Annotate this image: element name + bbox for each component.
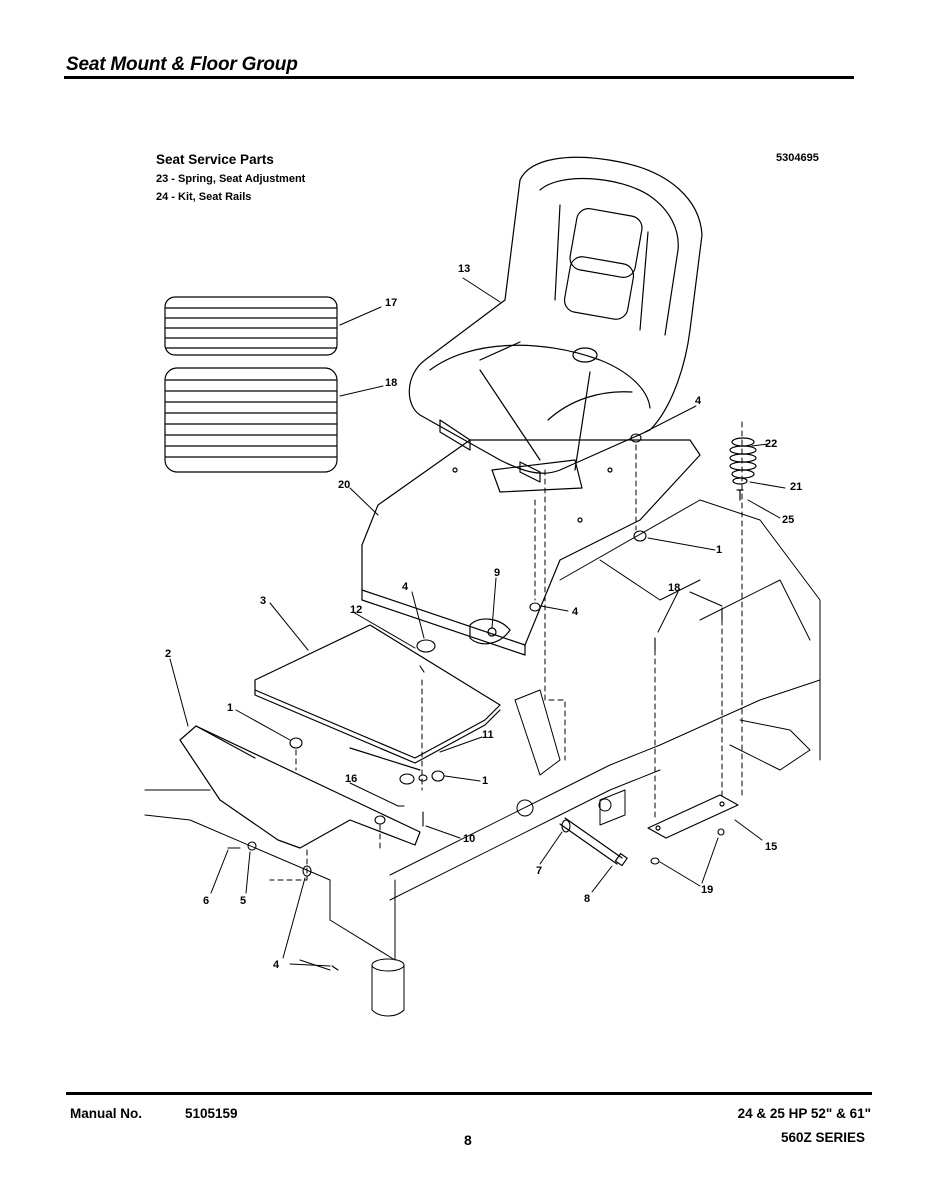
callout-2: 2: [165, 648, 171, 660]
callout-1: 1: [482, 775, 488, 787]
footer-rule: [66, 1092, 872, 1095]
callout-6: 6: [203, 895, 209, 907]
callout-1: 1: [227, 702, 233, 714]
callout-1: 1: [716, 544, 722, 556]
callout-13: 12: [350, 604, 362, 616]
callout-7: 7: [536, 865, 542, 877]
model-series: 560Z SERIES: [780, 1130, 865, 1145]
page-number: 8: [464, 1132, 472, 1148]
chassis-frame-illustration: [144, 499, 821, 1017]
diagram-number: 5304695: [776, 152, 819, 164]
callout-14: 17: [385, 297, 397, 309]
callout-10: 13: [458, 263, 470, 275]
callout-20: 20: [338, 479, 350, 491]
service-parts-heading: Seat Service Parts: [156, 152, 274, 167]
callout-21: 21: [790, 481, 802, 493]
callout-4: 4: [273, 959, 280, 971]
callout-16: 16: [345, 773, 357, 785]
hardware-illustration: [227, 433, 725, 971]
page-title: Seat Mount & Floor Group: [66, 54, 298, 75]
model-description: 24 & 25 HP 52" & 61": [737, 1106, 871, 1121]
callout-4: 4: [695, 395, 702, 407]
floor-panel-illustration: [254, 624, 501, 771]
callout-4: 4: [572, 606, 579, 618]
callout-9: 9: [494, 567, 500, 579]
seat-illustration: [408, 156, 703, 483]
callout-3: 3: [260, 595, 266, 607]
callout-8: 8: [584, 893, 590, 905]
callout-17: 15: [765, 841, 777, 853]
assembly-guide-lines: [269, 421, 743, 881]
callout-12: 11: [482, 729, 494, 741]
callout-5: 5: [240, 895, 246, 907]
callout-labels: 13 17 18 4 22 21 25 1 20 4 9 4 3 12 18 2…: [165, 263, 802, 971]
callout-15: 18: [385, 377, 397, 389]
seat-pan-illustration: [361, 439, 701, 656]
manual-number-label: Manual No.: [70, 1106, 143, 1121]
spring-22-illustration: [729, 437, 757, 479]
decal-15-illustration: [164, 367, 338, 473]
manual-number: 5105159: [185, 1106, 238, 1121]
callout-11: 10: [463, 833, 475, 845]
service-part-item: 23 - Spring, Seat Adjustment: [156, 173, 306, 185]
callout-22: 22: [765, 438, 777, 450]
seat-service-parts: Seat Service Parts 23 - Spring, Seat Adj…: [156, 152, 305, 209]
callout-25: 25: [782, 514, 794, 526]
side-panel-illustration: [179, 725, 421, 849]
service-part-item: 24 - Kit, Seat Rails: [156, 191, 252, 203]
rod-8-illustration: [559, 817, 628, 867]
washer-21-illustration: [732, 477, 748, 485]
callout-19: 19: [701, 884, 713, 896]
decal-14-illustration: [164, 296, 338, 356]
bracket-17-illustration: [647, 794, 739, 839]
title-rule: [64, 76, 854, 79]
callout-4: 4: [402, 581, 409, 593]
leader-lines: [169, 277, 786, 967]
callout-18: 18: [668, 582, 680, 594]
